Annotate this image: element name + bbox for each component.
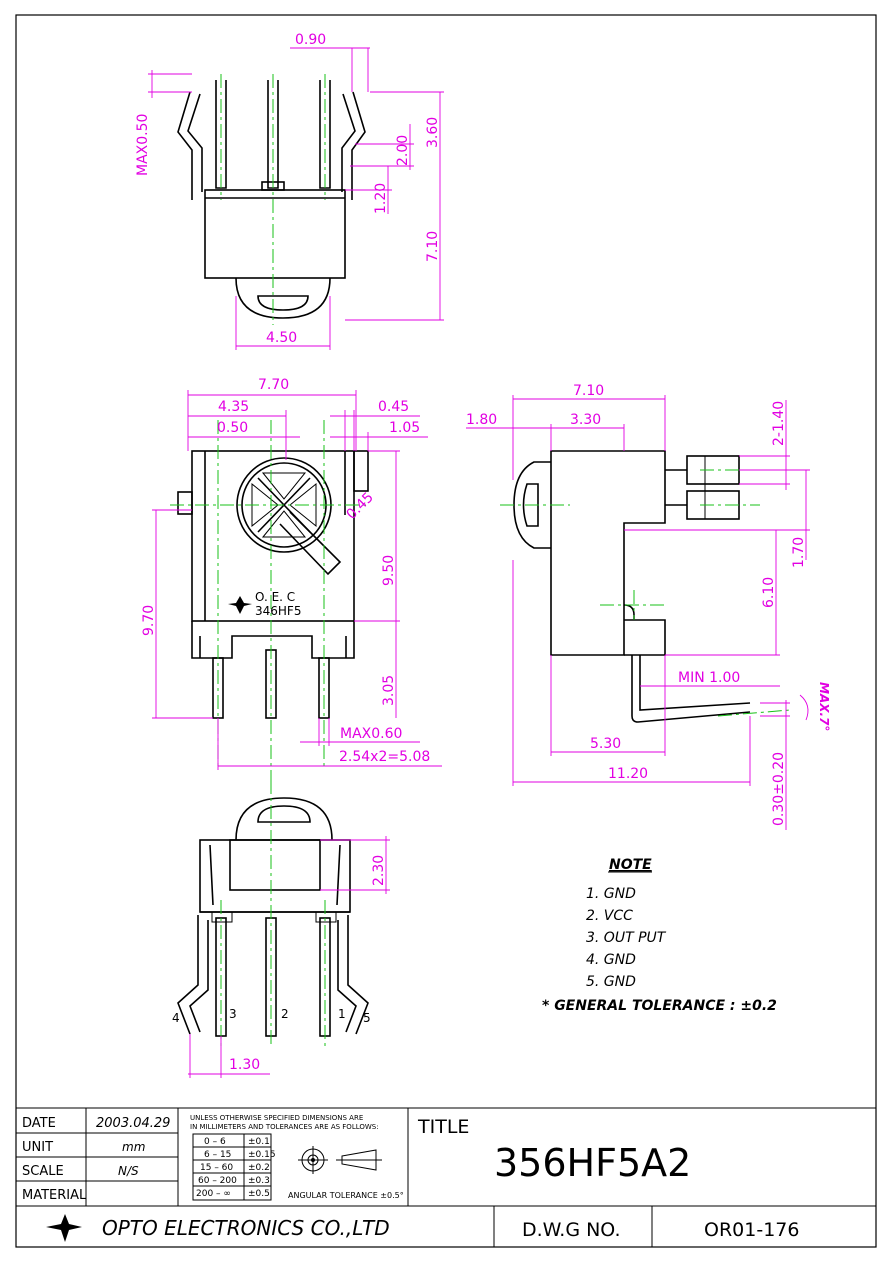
tol-value-4: ±0.3 <box>248 1176 270 1186</box>
dim-front-0.50: 0.50 <box>217 420 248 436</box>
dwg-number: OR01-176 <box>704 1219 799 1241</box>
dim-front-1.05: 1.05 <box>389 420 420 436</box>
tol-range-5: 200 – ∞ <box>196 1189 231 1199</box>
dim-front-9.50: 9.50 <box>381 555 397 586</box>
tol-range-3: 15 – 60 <box>200 1163 233 1173</box>
front-view: O. E. C 346HF5 7.70 4.35 0.50 0.45 1.05 … <box>141 377 442 790</box>
tol-range-1: 0 – 6 <box>204 1137 226 1147</box>
dim-side-1.80: 1.80 <box>466 412 497 428</box>
marking-brand: O. E. C <box>255 590 295 604</box>
tol-range-2: 6 – 15 <box>204 1150 231 1160</box>
top-view: 0.90 MAX0.50 3.60 7.10 2.00 1.20 4.50 <box>135 32 444 350</box>
dim-front-7.70: 7.70 <box>258 377 289 393</box>
dim-front-9.70: 9.70 <box>141 605 157 636</box>
note-item-5: 5. GND <box>586 974 636 990</box>
dim-side-11.20: 11.20 <box>608 766 648 782</box>
tol-value-3: ±0.2 <box>248 1163 270 1173</box>
tol-value-1: ±0.1 <box>248 1137 270 1147</box>
dim-side-3.30: 3.30 <box>570 412 601 428</box>
tol-range-4: 60 – 200 <box>198 1176 237 1186</box>
dim-front-0.45: 0.45 <box>378 399 409 415</box>
dim-front-4.35: 4.35 <box>218 399 249 415</box>
dim-side-2-1.40: 2-1.40 <box>771 401 787 446</box>
title-block: DATE 2003.04.29 UNIT mm SCALE N/S MATERI… <box>16 1107 876 1247</box>
pin-label-1: 1 <box>338 1007 346 1021</box>
tol-value-5: ±0.5 <box>248 1189 270 1199</box>
notes-heading: NOTE <box>609 857 652 873</box>
date-label: DATE <box>22 1116 56 1131</box>
tolerance-header-2: IN MILLIMETERS AND TOLERANCES ARE AS FOL… <box>190 1123 379 1131</box>
dim-bottom-2.30: 2.30 <box>371 855 387 886</box>
note-item-2: 2. VCC <box>586 908 633 924</box>
angular-tolerance: ANGULAR TOLERANCE ±0.5° <box>288 1191 404 1200</box>
dim-front-max0.60: MAX0.60 <box>340 726 402 742</box>
side-view: 7.10 1.80 3.30 2-1.40 1.70 6.10 MIN 1.00… <box>466 383 831 830</box>
pin-label-3: 3 <box>229 1007 237 1021</box>
scale-label: SCALE <box>22 1164 64 1179</box>
pin-label-4: 4 <box>172 1011 180 1025</box>
dim-side-5.30: 5.30 <box>590 736 621 752</box>
pin-label-5: 5 <box>363 1011 371 1025</box>
dim-front-pitch: 2.54x2=5.08 <box>339 749 430 765</box>
unit-value: mm <box>122 1140 145 1154</box>
marking-model: 346HF5 <box>255 604 301 618</box>
dim-front-3.05: 3.05 <box>381 675 397 706</box>
company-logo-icon <box>46 1214 82 1242</box>
dim-side-7.10: 7.10 <box>573 383 604 399</box>
dim-top-3.60: 3.60 <box>425 117 441 148</box>
unit-label: UNIT <box>22 1140 53 1155</box>
note-tolerance: * GENERAL TOLERANCE : ±0.2 <box>542 998 777 1014</box>
pin-label-2: 2 <box>281 1007 289 1021</box>
dim-side-min1.00: MIN 1.00 <box>678 670 740 686</box>
note-item-1: 1. GND <box>586 886 636 902</box>
dim-bottom-1.30: 1.30 <box>229 1057 260 1073</box>
tolerance-header-1: UNLESS OTHERWISE SPECIFIED DIMENSIONS AR… <box>190 1114 363 1122</box>
dim-side-1.70: 1.70 <box>791 537 807 568</box>
drawing-border <box>15 14 877 1248</box>
company-name: OPTO ELECTRONICS CO.,LTD <box>102 1216 390 1240</box>
dim-top-1.20: 1.20 <box>373 183 389 214</box>
tol-value-2: ±0.15 <box>248 1150 276 1160</box>
company-logo-icon <box>228 596 252 614</box>
dwg-label: D.W.G NO. <box>522 1219 621 1241</box>
dim-top-2.00: 2.00 <box>395 135 411 166</box>
dim-side-6.10: 6.10 <box>761 577 777 608</box>
scale-value: N/S <box>118 1164 139 1178</box>
material-label: MATERIAL <box>22 1188 87 1203</box>
note-item-3: 3. OUT PUT <box>586 930 667 946</box>
dim-side-max7deg: MAX.7° <box>817 682 831 731</box>
dim-top-7.10: 7.10 <box>425 231 441 262</box>
notes: NOTE 1. GND 2. VCC 3. OUT PUT 4. GND 5. … <box>542 857 777 1014</box>
drawing-title: 356HF5A2 <box>494 1141 691 1185</box>
projection-symbol-icon <box>298 1146 382 1174</box>
bottom-view: 4 3 2 1 5 2.30 1.30 <box>172 780 390 1078</box>
dim-front-angle-0.45: 0.45 <box>344 489 377 522</box>
note-item-4: 4. GND <box>586 952 636 968</box>
dim-top-4.50: 4.50 <box>266 330 297 346</box>
title-label: TITLE <box>417 1116 469 1138</box>
dim-top-max0.50: MAX0.50 <box>135 114 151 176</box>
date-value: 2003.04.29 <box>96 1116 170 1131</box>
dim-top-0.90: 0.90 <box>295 32 326 48</box>
dim-side-0.30: 0.30±0.20 <box>771 752 787 826</box>
